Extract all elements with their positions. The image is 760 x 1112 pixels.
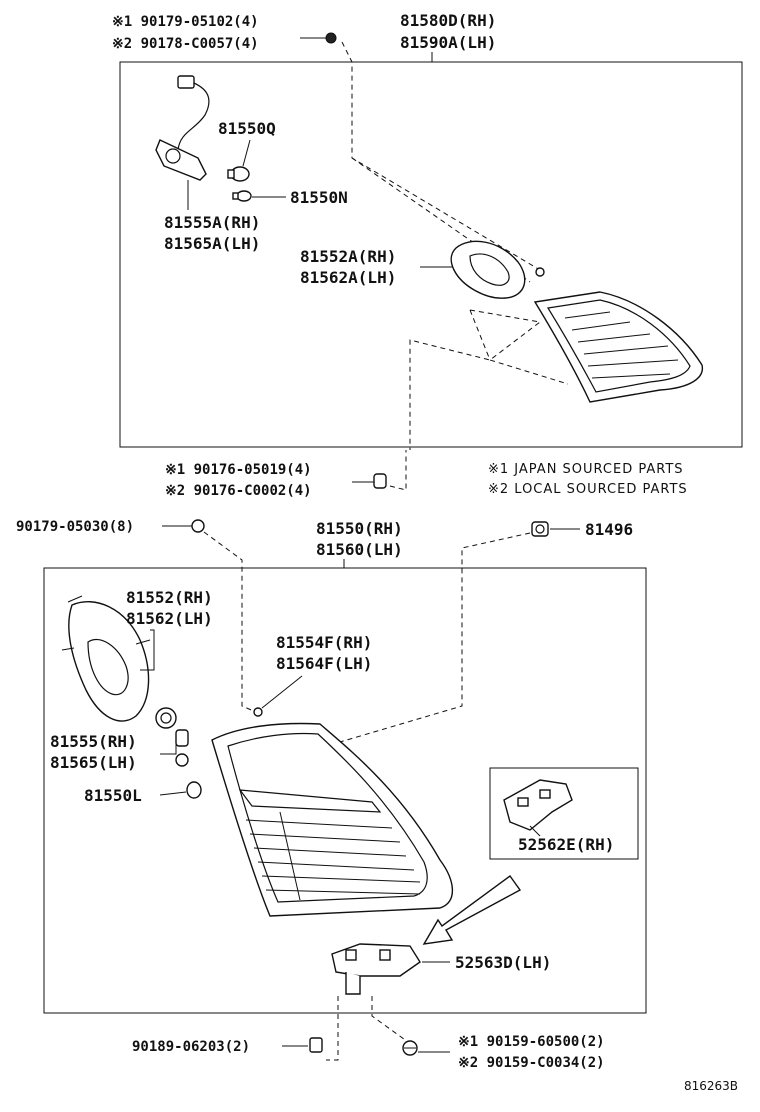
upper-bulb-q-label[interactable]: 81550Q (218, 119, 276, 138)
retainer-rh-inset-frame (489, 767, 639, 860)
note-local-sourced: ※2 LOCAL SOURCED PARTS (488, 482, 688, 497)
upper-nut-code-2[interactable]: ※2 90176-C0002(4) (165, 483, 312, 499)
upper-nut-icon (373, 473, 387, 489)
lower-clip-label[interactable]: 90179-05030(8) (16, 519, 134, 535)
lower-grommet-label[interactable]: 81496 (585, 520, 633, 539)
upper-clip-icon (325, 32, 337, 44)
upper-fastener-icon (535, 267, 545, 277)
lower-socket-icon (155, 707, 189, 747)
direction-arrow-icon (422, 875, 522, 945)
lower-socket-lh-label[interactable]: 81565(LH) (50, 753, 137, 772)
lower-cushion-rh-label[interactable]: 81554F(RH) (276, 633, 372, 652)
lower-assembly-lh-label[interactable]: 81560(LH) (316, 540, 403, 559)
retainer-lh-label[interactable]: 52563D(LH) (455, 953, 551, 972)
upper-gasket-rh-label[interactable]: 81552A(RH) (300, 247, 396, 266)
note-japan-sourced: ※1 JAPAN SOURCED PARTS (488, 462, 684, 477)
lower-nut-icon (309, 1037, 323, 1053)
lower-gasket-rh-label[interactable]: 81552(RH) (126, 588, 213, 607)
retainer-lh-icon (331, 943, 421, 995)
lower-gasket-lh-label[interactable]: 81562(LH) (126, 609, 213, 628)
lower-bulb-l-label[interactable]: 81550L (84, 786, 142, 805)
retainer-rh-icon (503, 779, 573, 831)
upper-gasket-lh-label[interactable]: 81562A(LH) (300, 268, 396, 287)
upper-clip-code-1[interactable]: ※1 90179-05102(4) (112, 14, 259, 30)
lower-clip-icon (191, 519, 205, 533)
upper-bulb-n-label[interactable]: 81550N (290, 188, 348, 207)
lower-assembly-rh-label[interactable]: 81550(RH) (316, 519, 403, 538)
upper-socket-icon (155, 75, 210, 181)
lower-lamp-lens-icon (211, 722, 454, 917)
lower-screw-code-1[interactable]: ※1 90159-60500(2) (458, 1034, 605, 1050)
upper-gasket-icon (450, 240, 526, 299)
retainer-rh-label[interactable]: 52562E(RH) (518, 835, 614, 854)
upper-assembly-lh-label[interactable]: 81590A(LH) (400, 33, 496, 52)
upper-socket-rh-label[interactable]: 81555A(RH) (164, 213, 260, 232)
lower-bulb-l-small-icon (186, 781, 202, 799)
lower-screw-icon (402, 1040, 418, 1056)
lower-bulb-l-icon (175, 753, 189, 767)
lower-assembly-frame (43, 567, 647, 1014)
upper-assembly-frame (119, 61, 743, 448)
lower-grommet-icon (531, 521, 549, 537)
upper-bulb-q-icon (227, 166, 250, 182)
lower-nut-label[interactable]: 90189-06203(2) (132, 1039, 250, 1055)
lower-gasket-icon (61, 595, 151, 722)
upper-clip-code-2[interactable]: ※2 90178-C0057(4) (112, 36, 259, 52)
lower-screw-code-2[interactable]: ※2 90159-C0034(2) (458, 1055, 605, 1071)
upper-socket-lh-label[interactable]: 81565A(LH) (164, 234, 260, 253)
lower-cushion-icon (253, 707, 263, 717)
upper-nut-code-1[interactable]: ※1 90176-05019(4) (165, 462, 312, 478)
upper-lamp-lens-icon (533, 291, 703, 403)
figure-code: 816263B (684, 1079, 738, 1093)
lower-socket-rh-label[interactable]: 81555(RH) (50, 732, 137, 751)
lower-cushion-lh-label[interactable]: 81564F(LH) (276, 654, 372, 673)
upper-bulb-n-icon (232, 190, 252, 202)
upper-assembly-rh-label[interactable]: 81580D(RH) (400, 11, 496, 30)
